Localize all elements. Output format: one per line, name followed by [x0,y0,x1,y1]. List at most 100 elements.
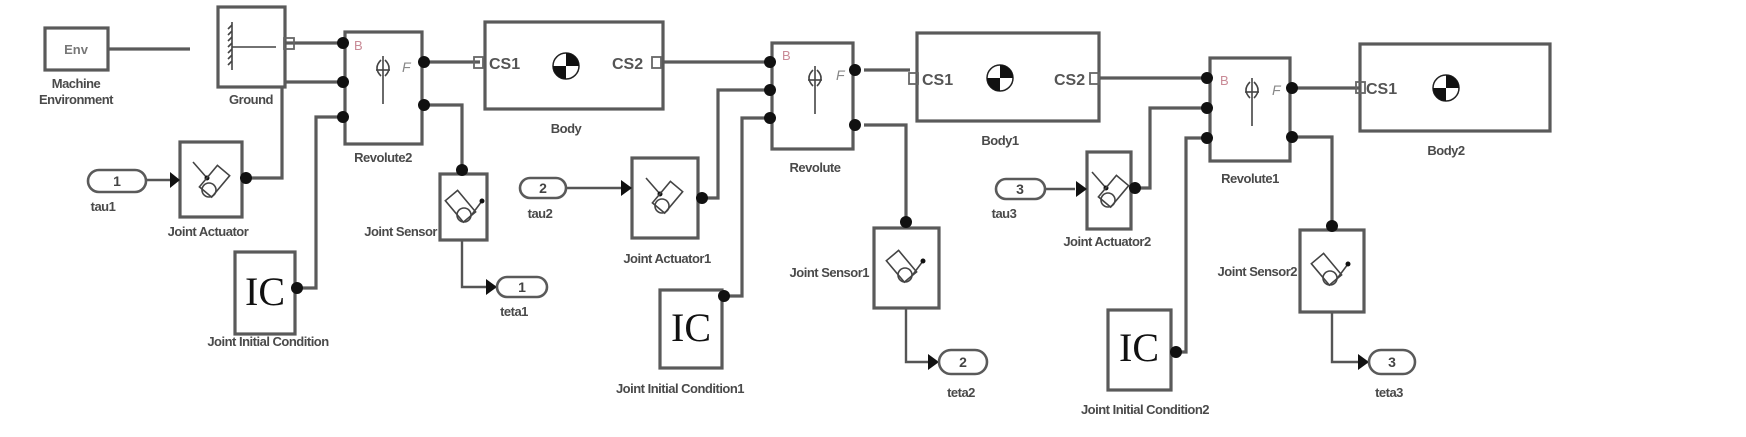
joint-initial-condition2-block[interactable]: IC Joint Initial Condition2 [1081,308,1210,417]
connection-dot[interactable] [718,290,730,302]
revolute-label: Revolute [790,160,841,175]
connection-dot[interactable] [337,76,349,88]
ic1-block-text: IC [671,305,711,350]
ground-block[interactable]: Ground [216,5,295,107]
body1-cs1-label: CS1 [922,72,953,89]
wire-actuator2-revolute1[interactable] [1140,106,1207,190]
joint-actuator1-block[interactable]: Joint Actuator1 [621,156,711,266]
body1-cs2-label: CS2 [1054,72,1085,89]
outport-teta1[interactable]: 1 teta1 [486,275,549,319]
outport-teta2[interactable]: 2 teta2 [928,348,989,400]
revolute2-port-f: F [402,59,412,75]
env-block-text: Env [64,42,89,57]
env-label-line2: Environment [39,92,114,107]
wire-actuator1-revolute[interactable] [703,88,770,200]
wire-actuator-revolute2[interactable] [248,80,342,180]
wire-ic2-revolute1[interactable] [1178,136,1207,354]
input-arrow-icon [1076,181,1087,197]
joint-sensor1-block[interactable]: Joint Sensor1 [790,216,941,310]
ground-label: Ground [229,92,273,107]
connection-dot[interactable] [456,164,468,176]
inport-tau1[interactable]: 1 tau1 [86,168,148,214]
ic1-frame [658,288,724,370]
revolute1-block[interactable]: B F Revolute1 [1201,56,1298,186]
outport-teta3-frame [1367,348,1417,376]
joint-initial-condition-block[interactable]: IC Joint Initial Condition [207,250,330,349]
revolute-block[interactable]: B F Revolute [764,41,861,175]
body1-block[interactable]: CS1 CS2 Body1 [908,31,1101,148]
wire-ic1-revolute[interactable] [726,116,770,298]
outport-teta3[interactable]: 3 teta3 [1358,348,1417,400]
connection-dot[interactable] [291,282,303,294]
joint-actuator-frame [178,140,244,219]
wire-sensor2-teta3[interactable] [1330,298,1368,364]
body-block[interactable]: CS1 CS2 Body [473,20,665,136]
inport-tau2[interactable]: 2 tau2 [518,176,568,221]
outport-teta2-frame [937,348,989,376]
connection-dot[interactable] [1170,346,1182,358]
connection-dot[interactable] [900,216,912,228]
connection-dot[interactable] [337,111,349,123]
outport-teta3-number: 3 [1388,354,1396,370]
machine-environment-block[interactable]: Env Machine Environment [39,26,115,107]
connections [108,41,1368,364]
connection-dot[interactable] [849,119,861,131]
joint-sensor-block[interactable]: Joint Sensor [364,164,489,242]
body1-cs1-port-icon [908,72,919,85]
joint-actuator1-frame [630,156,700,240]
revolute1-frame [1208,56,1292,163]
joint-sensor2-block[interactable]: Joint Sensor2 [1218,220,1366,314]
connection-dot[interactable] [1286,131,1298,143]
wire-revolute1-sensor2[interactable] [1290,135,1334,228]
connection-dot[interactable] [240,172,252,184]
connection-dot[interactable] [418,56,430,68]
inport-tau3-number: 3 [1016,181,1024,197]
body-cs1-port-icon [473,56,484,69]
revolute1-label: Revolute1 [1221,171,1279,186]
revolute2-port-b: B [354,38,363,53]
input-arrow-icon [621,180,632,196]
inport-tau3[interactable]: 3 tau3 [992,177,1047,221]
wire-revolute-sensor1[interactable] [864,123,908,220]
connection-dot[interactable] [764,56,776,68]
wire-revolute2-sensor[interactable] [424,103,464,170]
connection-dot[interactable] [1201,132,1213,144]
wire-sensor1-teta2[interactable] [904,290,936,364]
body-cs1-label: CS1 [489,56,520,73]
revolute-frame [770,41,855,151]
joint-sensor2-label: Joint Sensor2 [1218,264,1298,279]
outport-teta1-frame [495,275,549,299]
joint-actuator2-block[interactable]: Joint Actuator2 [1063,150,1151,249]
revolute2-label: Revolute2 [354,150,412,165]
wire-sensor-teta1[interactable] [460,240,496,289]
output-arrow-icon [928,354,939,370]
center-of-gravity-icon [552,52,580,80]
connection-dot[interactable] [337,37,349,49]
connection-dot[interactable] [1129,182,1141,194]
joint-actuator2-label: Joint Actuator2 [1063,234,1151,249]
connection-dot[interactable] [1201,72,1213,84]
revolute2-block[interactable]: B F Revolute2 [337,30,430,165]
connection-dot[interactable] [849,64,861,76]
connection-dot[interactable] [764,112,776,124]
body2-block[interactable]: CS1 Body2 [1355,42,1552,158]
connection-dot[interactable] [696,192,708,204]
output-arrow-icon [1358,354,1369,370]
connection-dot[interactable] [764,84,776,96]
connection-dot[interactable] [418,99,430,111]
ic1-label: Joint Initial Condition1 [616,381,744,396]
env-block-frame [43,26,110,72]
wire-ic-revolute2[interactable] [292,115,342,290]
connection-dot[interactable] [1326,220,1338,232]
center-of-gravity-icon [1432,74,1460,102]
inport-tau1-frame [86,168,148,194]
joint-initial-condition1-block[interactable]: IC Joint Initial Condition1 [616,288,745,396]
body2-cs1-label: CS1 [1366,81,1397,98]
env-label-line1: Machine [52,76,101,91]
inport-tau3-frame [994,177,1047,201]
inport-tau2-number: 2 [539,180,547,196]
connection-dot[interactable] [1201,102,1213,114]
joint-sensor-frame [438,172,489,242]
joint-actuator-block[interactable]: Joint Actuator [168,140,252,239]
connection-dot[interactable] [1286,82,1298,94]
